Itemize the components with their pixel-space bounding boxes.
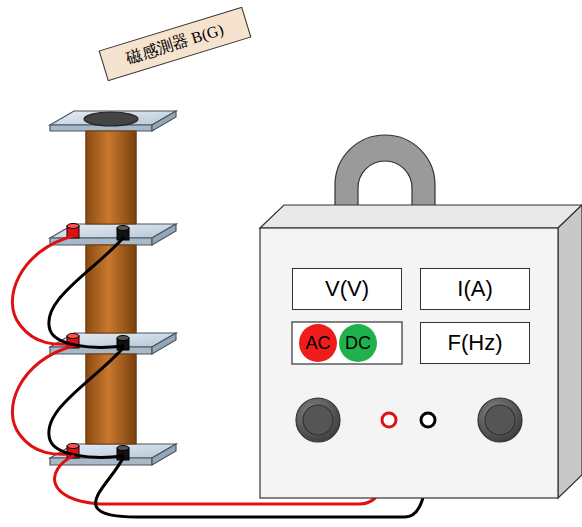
display-box: I(A) [420,268,530,310]
display-box: V(V) [292,268,402,310]
terminals [67,224,129,461]
coil [86,125,136,455]
node-label: V(V) [325,276,369,302]
node-label: AC [305,333,330,354]
power-supply [260,135,582,498]
node-label: F(Hz) [448,330,503,356]
node-label: DC [345,333,371,354]
ac-indicator: AC [299,324,337,362]
node-label: 磁感測器 B(G) [124,19,227,69]
node-label: I(A) [457,276,492,302]
display-box: F(Hz) [420,322,530,364]
dc-indicator: DC [339,324,377,362]
sensor-box: 磁感測器 B(G) [99,7,252,81]
